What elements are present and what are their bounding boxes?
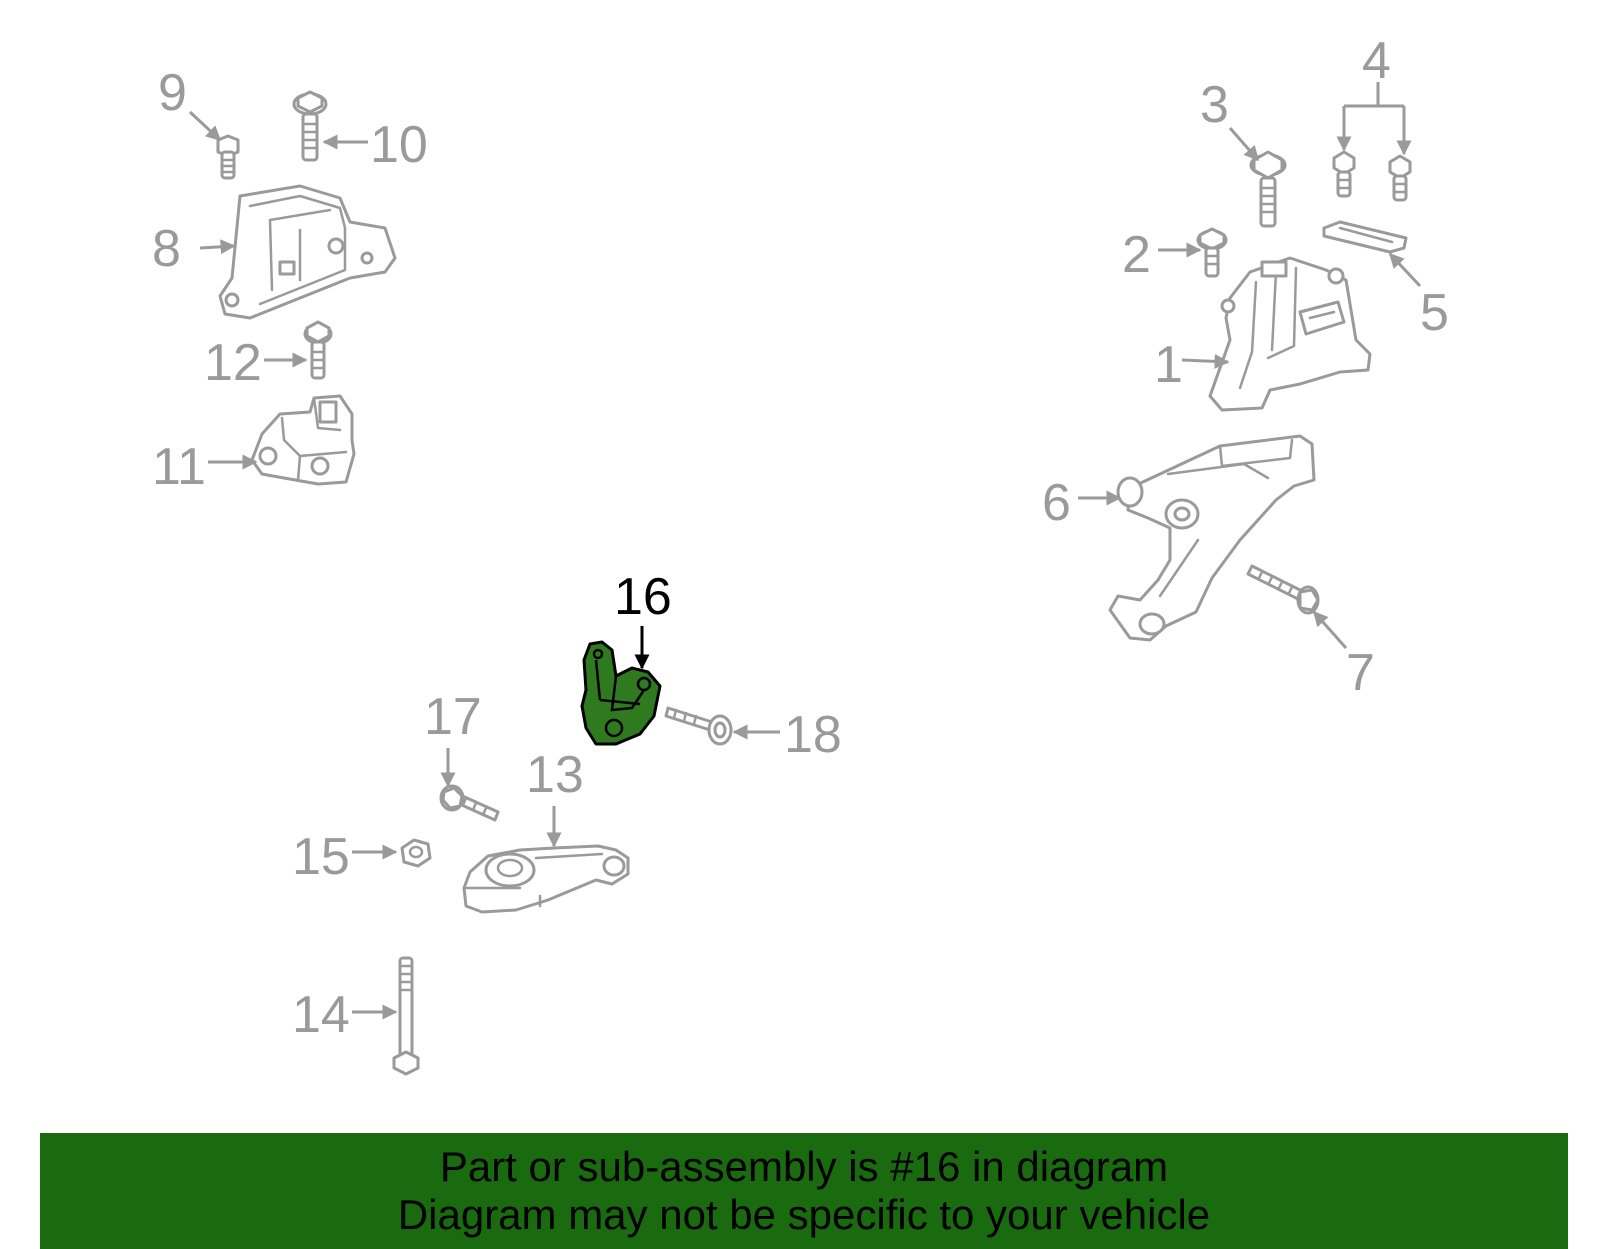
callout-7: 7 [1346,644,1375,702]
part-10-bolt[interactable] [292,90,328,162]
part-11-mount[interactable] [250,394,356,486]
part-6-arm[interactable] [1108,434,1316,642]
part-12-bolt[interactable] [303,320,333,380]
banner-line-disclaimer: Diagram may not be specific to your vehi… [397,1191,1211,1238]
part-14-bolt[interactable] [392,956,420,1076]
callout-3: 3 [1200,76,1229,134]
callout-13: 13 [526,746,584,804]
callout-5: 5 [1420,284,1449,342]
banner-line-part: Part or sub-assembly is #16 in diagram [439,1143,1169,1190]
callout-16: 16 [614,568,672,626]
part-3-bolt[interactable] [1249,150,1287,228]
part-5-plate[interactable] [1322,220,1408,254]
callout-2: 2 [1122,226,1151,284]
callout-10: 10 [370,116,428,174]
part-1-mount[interactable] [1208,256,1372,412]
callout-4: 4 [1362,32,1391,90]
callout-labels: 9 10 8 12 11 3 4 2 5 1 6 7 16 18 17 13 1… [152,32,1449,1044]
part-4-bolts[interactable] [1332,150,1412,202]
part-16-bracket[interactable] [580,640,662,746]
info-banner: Part or sub-assembly is #16 in diagram D… [40,1133,1568,1249]
part-17-bolt[interactable] [439,784,500,822]
callout-14: 14 [292,986,350,1044]
callout-12: 12 [204,334,262,392]
callout-arrows [188,82,1422,1020]
callout-8: 8 [152,220,181,278]
callout-6: 6 [1042,474,1071,532]
callout-9: 9 [158,64,187,122]
part-2-bolt[interactable] [1196,227,1228,278]
part-8-bracket[interactable] [218,184,397,320]
callout-15: 15 [292,828,350,886]
callout-11: 11 [152,438,206,496]
part-13-strut[interactable] [462,844,630,914]
callout-1: 1 [1154,336,1183,394]
part-15-nut[interactable] [400,838,432,868]
callout-17: 17 [424,688,482,746]
part-18-bolt[interactable] [664,706,733,746]
part-7-bolt[interactable] [1246,564,1320,615]
callout-18: 18 [784,706,842,764]
part-9-bolt[interactable] [216,134,240,180]
